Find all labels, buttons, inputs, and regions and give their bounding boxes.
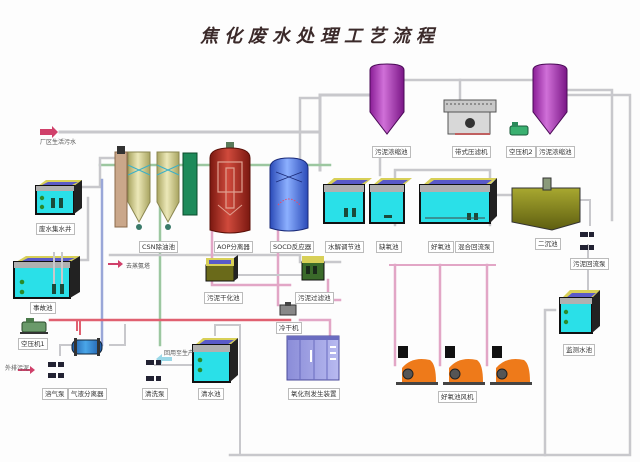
monitor-tank	[559, 290, 600, 334]
air-compressor-2	[509, 122, 529, 136]
accident-tank	[13, 252, 80, 299]
hydrolysis-tank	[323, 178, 372, 224]
pipe-thickener-b-out	[558, 88, 614, 222]
aop-separator	[209, 142, 251, 234]
belt-filter-press	[443, 99, 497, 135]
label-chiller: 冷干机	[276, 322, 302, 334]
socd-reactor	[269, 157, 309, 232]
label-accident-tank: 事故池	[30, 302, 56, 314]
label-dissolved-air-pump: 溶气泵	[42, 388, 68, 400]
raw-water-tank	[35, 180, 82, 215]
label-sludge-dry: 污泥干化池	[204, 292, 243, 304]
label-ozone-gen: 氧化剂发生装置	[288, 388, 340, 400]
inlet-note: 厂区生活污水	[40, 139, 77, 146]
label-sludge-return-pump: 污泥回流泵	[570, 258, 609, 270]
pipe-ozone-3	[298, 318, 332, 337]
label-csn-tank: CSN除油池	[139, 241, 179, 253]
pipe-sep-2	[109, 324, 126, 346]
label-air-comp-2: 空压机2	[506, 146, 536, 158]
steam-arrow	[108, 260, 123, 268]
blower-1	[396, 346, 438, 385]
wash-pumps	[146, 360, 161, 381]
label-thickener-a: 污泥浓缩池	[372, 146, 411, 158]
steam-note: 去蒸氨塔	[126, 263, 151, 270]
air-compressor-1	[20, 318, 48, 334]
label-air-comp-1: 空压机1	[18, 338, 48, 350]
label-hydrolysis: 水解调节池	[325, 241, 364, 253]
label-clear-tank: 清水池	[198, 388, 224, 400]
label-mix-return-pump: 混合回流泵	[455, 241, 494, 253]
label-belt-press: 带式压滤机	[452, 146, 491, 158]
gas-liquid-separator	[71, 320, 103, 356]
label-aerobic: 好氧池	[428, 241, 454, 253]
sludge-return-pumps	[580, 232, 594, 250]
pipe-inlet-main	[58, 93, 380, 134]
reuse-note: 回用至生产	[164, 350, 195, 357]
anoxic-tank	[369, 178, 412, 224]
label-thickener-b: 污泥浓缩池	[536, 146, 575, 158]
sludge-thickener-a	[369, 63, 405, 135]
inlet-note-2: 外排污泥	[5, 365, 30, 372]
label-raw-tank: 废水集水井	[36, 223, 75, 235]
sludge-drying-tank	[205, 255, 238, 282]
blower-3	[490, 346, 532, 385]
label-wash-pump: 清洗泵	[142, 388, 168, 400]
pipe-monitor-out	[543, 308, 557, 457]
sludge-filter-tank	[301, 256, 325, 281]
aeration-blowers	[396, 346, 532, 385]
csn-oil-removal	[114, 146, 198, 230]
sludge-thickener-b	[532, 63, 568, 135]
label-secondary-clarifier: 二沉池	[535, 238, 561, 250]
ozone-generator	[286, 335, 340, 381]
diagram-title: 焦化废水处理工艺流程	[200, 26, 440, 47]
inlet-arrow-2	[18, 366, 35, 374]
pipe-raw-to-csn	[76, 156, 117, 189]
label-sludge-filter: 污泥过滤池	[295, 292, 334, 304]
blower-2	[443, 346, 485, 385]
clear-water-tank	[192, 338, 238, 383]
label-gas-liquid-separator: 气液分离器	[68, 388, 107, 400]
pipe-clear-up	[214, 324, 241, 456]
chiller-dryer	[279, 302, 297, 316]
label-socd: SOCD反应器	[270, 241, 315, 253]
secondary-clarifier	[511, 177, 581, 231]
label-monitor-tank: 监测水池	[563, 344, 595, 356]
label-anoxic: 缺氧池	[376, 241, 402, 253]
label-aerobic-blower: 好氧池风机	[438, 391, 477, 403]
pipe-thickener-down	[298, 96, 322, 172]
dissolved-air-pumps	[48, 362, 64, 378]
inlet-arrow	[40, 126, 58, 138]
aerobic-tank	[419, 178, 497, 224]
label-aop: AOP分离器	[214, 241, 253, 253]
